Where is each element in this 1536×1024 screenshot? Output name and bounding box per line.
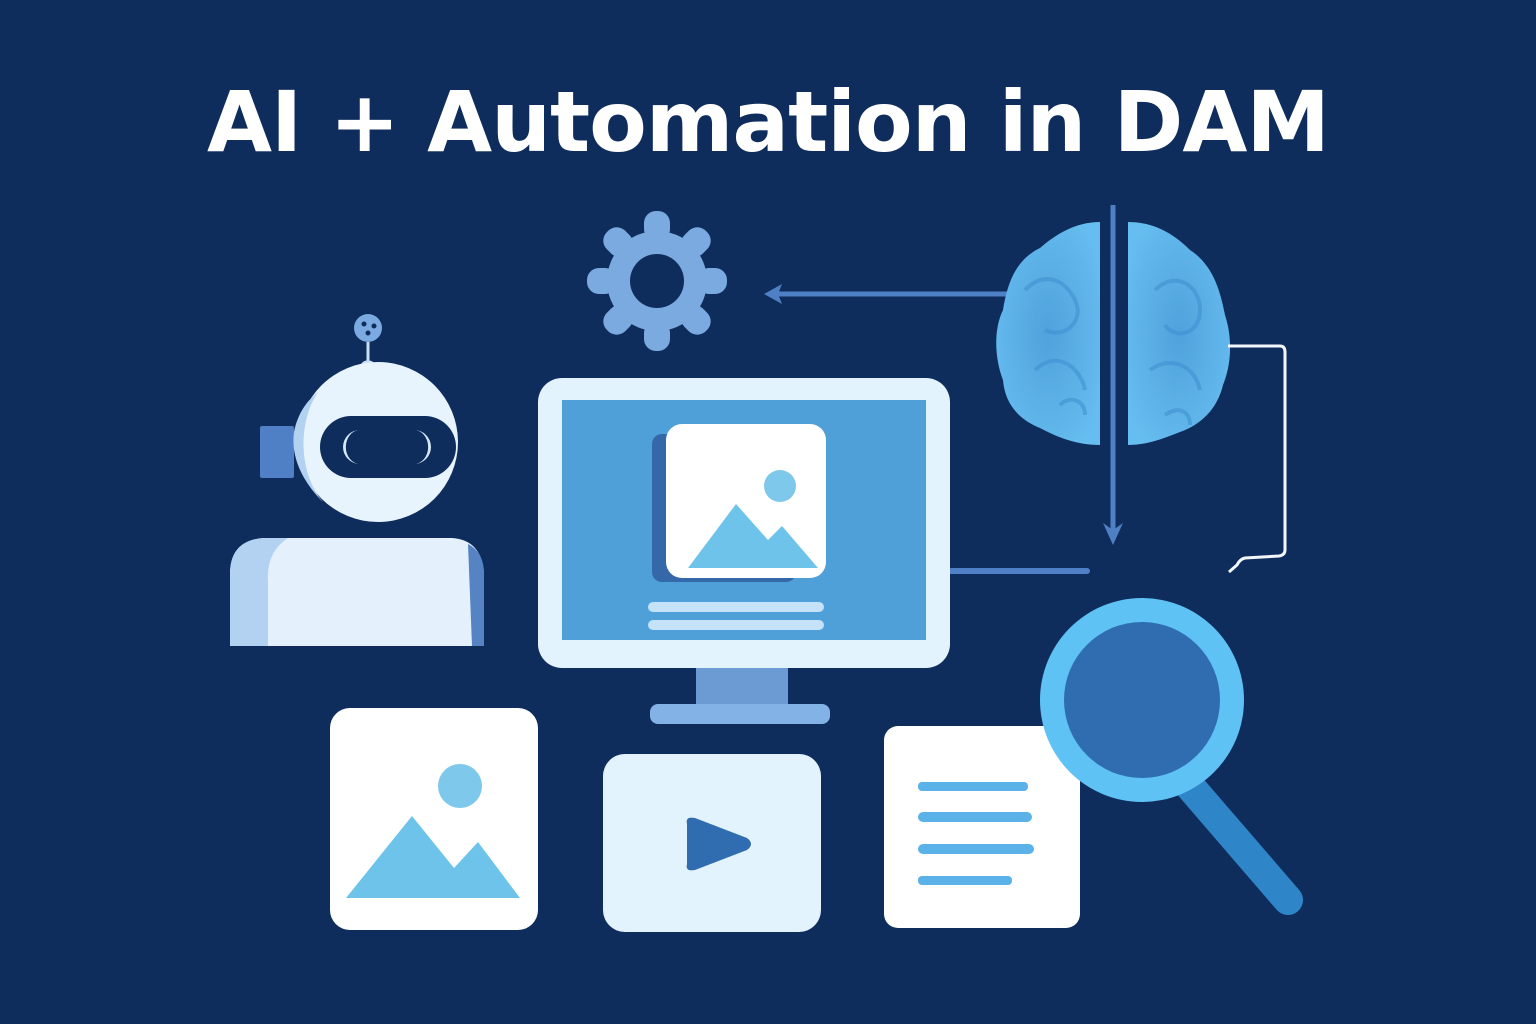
video-asset-card — [603, 754, 823, 934]
brain-icon — [985, 200, 1305, 580]
gear-icon — [584, 206, 730, 356]
document-asset-card — [884, 726, 1084, 930]
magnifying-glass-icon — [1038, 594, 1318, 924]
image-asset-card — [330, 708, 540, 932]
arrow-left-connector — [760, 280, 1010, 310]
page-title: AI + Automation in DAM — [207, 73, 1330, 171]
robot-icon — [228, 312, 488, 652]
monitor-icon — [538, 378, 952, 726]
connector-line — [948, 568, 1090, 574]
